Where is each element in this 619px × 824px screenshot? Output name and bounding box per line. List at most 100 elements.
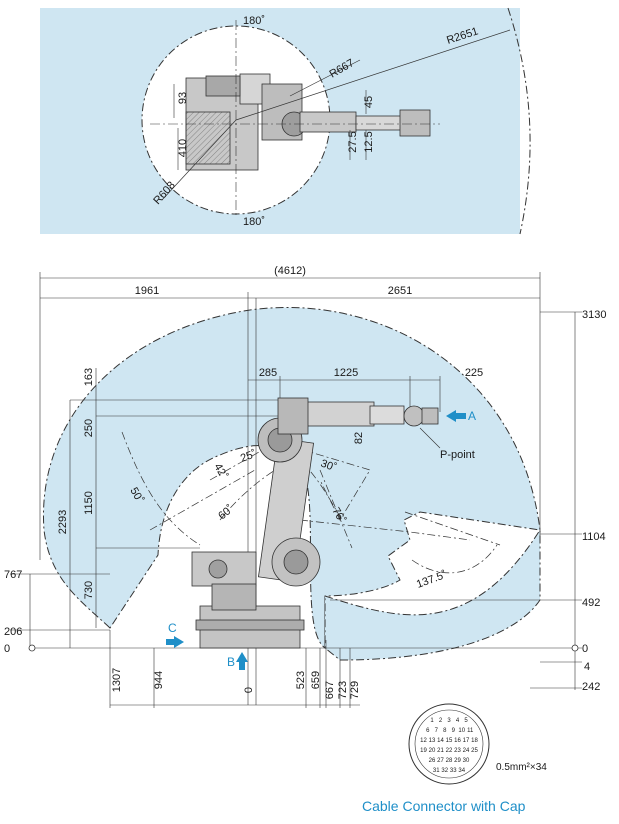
side-view-envelope-lower [324, 528, 541, 661]
r-outer-line [235, 29, 511, 121]
connector-pin: 23 [454, 748, 461, 754]
connector-pin: 26 [429, 758, 436, 764]
dim-523: 523 [295, 671, 307, 689]
label-a: A [468, 409, 476, 423]
connector-pin: 28 [446, 758, 453, 764]
connector-caption: Cable Connector with Cap [362, 798, 526, 814]
side-view-envelope [42, 306, 541, 649]
origin-right [571, 644, 579, 652]
dim-12-5: 12.5 [363, 131, 375, 152]
dim-206: 206 [4, 626, 22, 638]
dim-right-reach: 2651 [388, 285, 412, 297]
connector-pin: 3 [447, 718, 451, 724]
connector-pin: 8 [443, 728, 447, 734]
connector-pin: 10 [458, 728, 465, 734]
connector-pin: 24 [463, 748, 470, 754]
angle-42: 42˚ [211, 462, 229, 482]
side-view: (4612) 1961 2651 3130 1104 492 0 4 242 7… [4, 265, 606, 708]
view-arrow-c [166, 636, 184, 648]
connector-wire-spec: 0.5mm²×34 [496, 762, 547, 773]
r-mid-line [289, 59, 361, 97]
connector-pin: 30 [463, 758, 470, 764]
dim-163: 163 [83, 368, 95, 386]
connector-pin: 4 [456, 718, 460, 724]
connector-pin: 1 [430, 718, 434, 724]
dim-total-width: (4612) [274, 265, 306, 277]
connector-pin: 13 [429, 738, 436, 744]
r-inner-line [161, 119, 237, 201]
connector-pin: 5 [464, 718, 468, 724]
connector-pin: 27 [437, 758, 444, 764]
dim-0-right: 0 [582, 643, 588, 655]
origin-left [28, 644, 36, 652]
connector-pin: 34 [458, 768, 465, 774]
dim-1104: 1104 [582, 531, 606, 543]
dim-729: 729 [349, 681, 361, 699]
dim-767: 767 [4, 569, 22, 581]
connector-pin: 25 [471, 748, 478, 754]
connector-pin: 15 [446, 738, 453, 744]
view-arrow-a [446, 410, 466, 422]
top-angle-top: 180˚ [243, 15, 265, 27]
connector-pin: 32 [441, 768, 448, 774]
dim-225: 225 [465, 367, 483, 379]
connector-pin: 21 [437, 748, 444, 754]
connector-pin: 29 [454, 758, 461, 764]
connector-pin: 33 [450, 768, 457, 774]
dim-93: 93 [177, 92, 189, 104]
dim-659: 659 [310, 671, 322, 689]
top-view: 180˚ 180˚ R2651 R667 R608 93 410 45 27.5… [40, 7, 531, 235]
dim-410: 410 [177, 139, 189, 157]
dim-1225: 1225 [334, 367, 358, 379]
connector-pin: 9 [452, 728, 456, 734]
label-b: B [227, 655, 235, 669]
connector-pin: 20 [429, 748, 436, 754]
dim-492: 492 [582, 597, 600, 609]
connector-pin: 7 [435, 728, 439, 734]
dim-1307: 1307 [111, 668, 123, 692]
connector-pin: 18 [471, 738, 478, 744]
dim-27-5: 27.5 [347, 131, 359, 152]
label-c: C [168, 621, 177, 635]
angle-30: 30˚ [319, 458, 338, 475]
connector-pin: 31 [433, 768, 440, 774]
robot-wrist [403, 405, 425, 427]
connector-pin: 14 [437, 738, 444, 744]
connector-pin: 12 [420, 738, 427, 744]
top-view-outer-arc-mask [520, 8, 521, 234]
connector-pin: 2 [439, 718, 443, 724]
dim-250: 250 [83, 419, 95, 437]
side-view-swing-lines [121, 431, 501, 574]
side-view-robot [191, 397, 439, 649]
dim-2293: 2293 [57, 510, 69, 534]
dim-3130: 3130 [582, 309, 606, 321]
connector-pin: 19 [420, 748, 427, 754]
p-point-label: P-point [440, 449, 475, 461]
dim-285: 285 [259, 367, 277, 379]
angle-60: 60˚ [216, 503, 236, 522]
dim-1150: 1150 [83, 491, 95, 515]
dim-730: 730 [83, 581, 95, 599]
dim-667: 667 [324, 681, 336, 699]
top-angle-bottom: 180˚ [243, 216, 265, 228]
view-arrow-b [236, 652, 248, 670]
connector-pin: 6 [426, 728, 430, 734]
dim-4: 4 [584, 661, 590, 673]
dim-0-bottom: 0 [243, 687, 255, 693]
connector-pin: 22 [446, 748, 453, 754]
angle-137-5: 137.5˚ [415, 569, 448, 591]
dim-82: 82 [353, 432, 365, 444]
connector-pin: 17 [463, 738, 470, 744]
dim-45: 45 [363, 96, 375, 108]
p-point-leader [419, 427, 441, 449]
connector-pin: 16 [454, 738, 461, 744]
top-view-outer-arc [507, 7, 531, 235]
angle-25: 25˚ [239, 448, 258, 465]
connector-pin: 11 [467, 728, 474, 734]
connector-inner [414, 709, 484, 779]
dim-242: 242 [582, 681, 600, 693]
dim-723: 723 [337, 681, 349, 699]
